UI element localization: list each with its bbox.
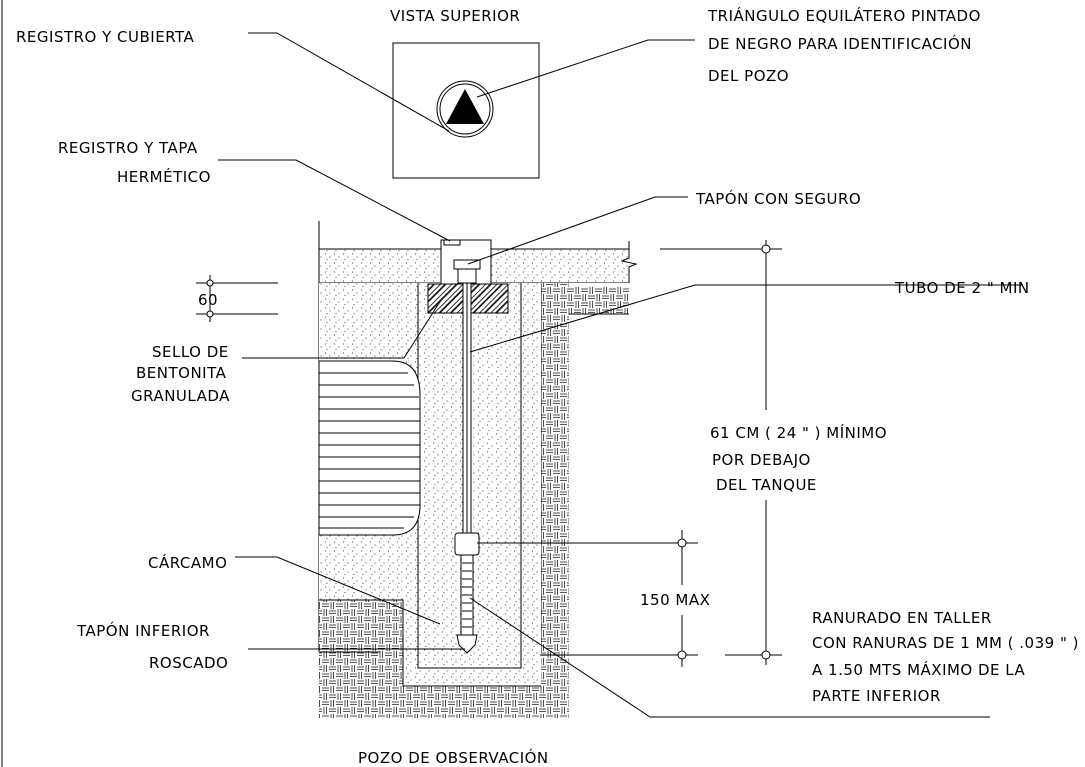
pipe-coupling (454, 532, 480, 556)
label-ranurado-3: A 1.50 MTS MÁXIMO DE LA (812, 660, 1026, 679)
label-minimo-3: DEL TANQUE (716, 476, 817, 494)
label-tapon-inferior-1: TAPÓN INFERIOR (76, 621, 210, 640)
top-view (392, 42, 540, 179)
label-sello-1: SELLO DE (152, 343, 229, 361)
label-tubo: TUBO DE 2 " MIN (894, 279, 1030, 297)
top-view-cover-outer-ring (436, 80, 494, 138)
black-triangle-icon (446, 89, 484, 124)
diagram-title: POZO DE OBSERVACIÓN (358, 748, 549, 767)
label-triangulo-3: DEL POZO (708, 67, 789, 85)
soil-right-wall (541, 283, 569, 718)
label-tapon-seguro: TAPÓN CON SEGURO (695, 189, 861, 208)
label-minimo-1: 61 CM ( 24 " ) MÍNIMO (710, 423, 887, 442)
threaded-bottom-plug (456, 634, 478, 654)
label-carcamo: CÁRCAMO (148, 553, 227, 572)
tank-stripes (319, 372, 420, 529)
leader-lines (218, 32, 1023, 718)
label-ranurado-2: CON RANURAS DE 1 MM ( .039 " ) (812, 634, 1079, 652)
label-triangulo-2: DE NEGRO PARA IDENTIFICACIÓN (708, 34, 972, 53)
label-sello-2: BENTONITA (136, 364, 227, 382)
label-dim-60: 60 (198, 291, 218, 309)
slab-break-symbol (620, 241, 638, 283)
well-section (318, 221, 638, 718)
labels: VISTA SUPERIOR REGISTRO Y CUBIERTA TRIÁN… (16, 6, 1079, 767)
label-registro-tapa-1: REGISTRO Y TAPA (58, 139, 198, 157)
dimensions (196, 240, 782, 667)
label-vista-superior: VISTA SUPERIOR (390, 7, 520, 25)
top-view-cover-inner-ring (439, 83, 491, 135)
label-tapon-inferior-2: ROSCADO (149, 654, 228, 672)
label-minimo-2: POR DEBAJO (712, 451, 811, 469)
label-ranurado-4: PARTE INFERIOR (812, 687, 941, 705)
label-registro-tapa-2: HERMÉTICO (117, 167, 211, 186)
fuel-tank (318, 360, 421, 536)
label-triangulo-1: TRIÁNGULO EQUILÁTERO PINTADO (707, 6, 981, 25)
hermetic-lid (443, 239, 461, 246)
screen-slots (462, 562, 472, 628)
label-registro-cubierta: REGISTRO Y CUBIERTA (16, 28, 195, 46)
label-ranurado-1: RANURADO EN TALLER (812, 609, 992, 627)
label-150-max: 150 MAX (640, 591, 710, 609)
label-sello-3: GRANULADA (131, 387, 230, 405)
